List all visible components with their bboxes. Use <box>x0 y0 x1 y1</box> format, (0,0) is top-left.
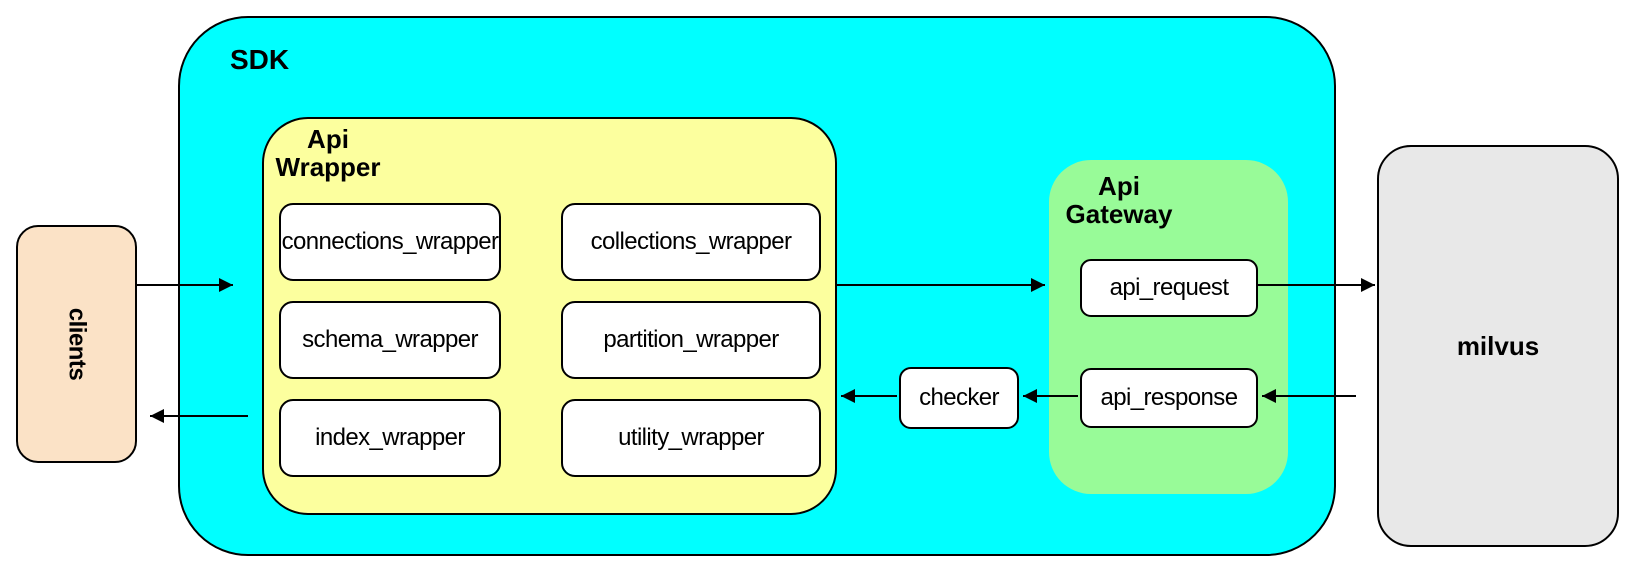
connections-wrapper-node: connections_wrapper <box>279 203 501 281</box>
api-gateway-label-line2: Gateway <box>1065 199 1173 229</box>
index-wrapper-node: index_wrapper <box>279 399 501 477</box>
sdk-container: SDK Api Wrapper connections_wrapper coll… <box>178 16 1336 556</box>
utility-wrapper-node: utility_wrapper <box>561 399 821 477</box>
api-gateway-container: Api Gateway api_request api_response <box>1049 160 1288 494</box>
api-gateway-label-line1: Api <box>1098 171 1140 201</box>
api-response-node: api_response <box>1080 368 1258 428</box>
milvus-label: milvus <box>1456 330 1540 361</box>
wrapper-grid: connections_wrapper collections_wrapper … <box>279 203 821 477</box>
collections-wrapper-node: collections_wrapper <box>561 203 821 281</box>
api-wrapper-label-line2: Wrapper <box>275 152 381 182</box>
api-request-node: api_request <box>1080 259 1258 317</box>
clients-label: clients <box>63 307 91 381</box>
partition-wrapper-node: partition_wrapper <box>561 301 821 379</box>
clients-node: clients <box>16 225 137 463</box>
api-gateway-label: Api Gateway <box>1063 172 1175 228</box>
schema-wrapper-node: schema_wrapper <box>279 301 501 379</box>
milvus-node: milvus <box>1377 145 1619 547</box>
api-wrapper-label-line1: Api <box>307 124 349 154</box>
checker-node: checker <box>899 367 1019 429</box>
sdk-label: SDK <box>230 44 290 75</box>
api-wrapper-label: Api Wrapper <box>272 125 384 181</box>
api-wrapper-container: Api Wrapper connections_wrapper collecti… <box>262 117 837 515</box>
